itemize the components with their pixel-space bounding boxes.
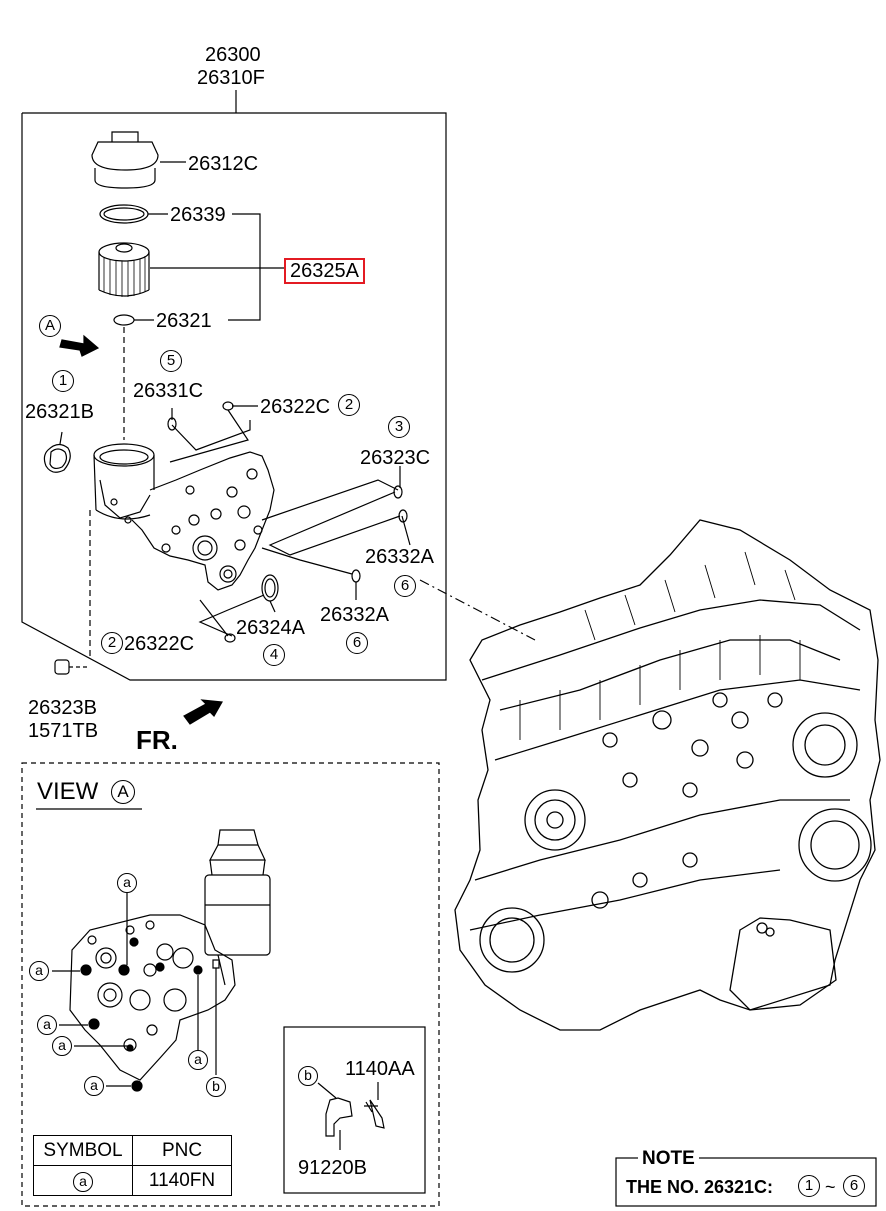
note-separator: ~ xyxy=(825,1177,836,1197)
view-symbol-a: a xyxy=(52,1036,72,1056)
part-label-cap[interactable]: 26312C xyxy=(188,153,259,175)
callout-6-lower: 6 xyxy=(346,632,368,654)
part-label-plug-6-right[interactable]: 26332A xyxy=(365,546,434,568)
part-label-filter-element[interactable]: 26325A xyxy=(284,258,365,284)
callout-6-right: 6 xyxy=(394,575,416,597)
part-label-sensor-bolt[interactable]: 1571TB xyxy=(28,720,99,742)
view-a-housing-drawing xyxy=(69,829,271,1081)
callout-5: 5 xyxy=(160,350,182,372)
note-circle-to: 6 xyxy=(843,1175,865,1197)
part-label-plug-5[interactable]: 26331C xyxy=(133,380,204,402)
view-symbol-a: a xyxy=(117,873,137,893)
part-label-sensor[interactable]: 26323B xyxy=(28,697,97,719)
note-text: THE NO. 26321C: xyxy=(626,1177,774,1197)
callout-1: 1 xyxy=(52,370,74,392)
assembly-pn-2: 26310F xyxy=(197,67,265,89)
note-circle-from: 1 xyxy=(798,1175,820,1197)
callout-2-bottom: 2 xyxy=(101,632,123,654)
engine-block-drawing xyxy=(454,519,881,1031)
part-label-plug-3[interactable]: 26323C xyxy=(360,447,431,469)
callout-3: 3 xyxy=(388,416,410,438)
part-label-plug-6-lower[interactable]: 26332A xyxy=(320,604,389,626)
part-label-plug-2-bottom[interactable]: 26322C xyxy=(124,633,195,655)
part-label-oring[interactable]: 26339 xyxy=(170,204,226,226)
part-label-gasket[interactable]: 26321B xyxy=(25,401,94,423)
view-a-callout: A xyxy=(39,315,61,337)
assembly-pn-1: 26300 xyxy=(205,44,261,66)
symbol-cell: a xyxy=(33,1165,133,1196)
view-symbol-a: a xyxy=(29,961,49,981)
callout-4: 4 xyxy=(263,644,285,666)
view-title-circle: A xyxy=(111,780,135,804)
filter-cap-drawing xyxy=(91,131,186,189)
part-label-bracket[interactable]: 91220B xyxy=(298,1157,367,1179)
view-symbol-a: a xyxy=(37,1015,57,1035)
view-title: VIEW xyxy=(37,778,99,805)
pnc-cell[interactable]: 1140FN xyxy=(132,1165,232,1196)
pnc-header: PNC xyxy=(132,1135,232,1166)
view-symbol-b: b xyxy=(206,1077,226,1097)
filter-housing-drawing xyxy=(93,443,275,591)
detail-symbol-b: b xyxy=(298,1066,318,1086)
symbol-table: SYMBOL PNC a 1140FN xyxy=(33,1135,232,1196)
note-title: NOTE xyxy=(638,1148,699,1170)
callout-2-top: 2 xyxy=(338,394,360,416)
view-symbol-a: a xyxy=(188,1050,208,1070)
symbol-a-circle: a xyxy=(73,1171,93,1192)
part-label-bolt[interactable]: 1140AA xyxy=(345,1058,415,1080)
part-label-plug-2-top[interactable]: 26322C xyxy=(260,396,331,418)
front-label: FR. xyxy=(136,725,178,755)
symbol-header: SYMBOL xyxy=(33,1135,133,1166)
view-symbol-a: a xyxy=(84,1076,104,1096)
filter-element-drawing xyxy=(98,242,150,297)
part-label-seal[interactable]: 26321 xyxy=(156,310,212,332)
part-label-oring-4[interactable]: 26324A xyxy=(236,617,305,639)
